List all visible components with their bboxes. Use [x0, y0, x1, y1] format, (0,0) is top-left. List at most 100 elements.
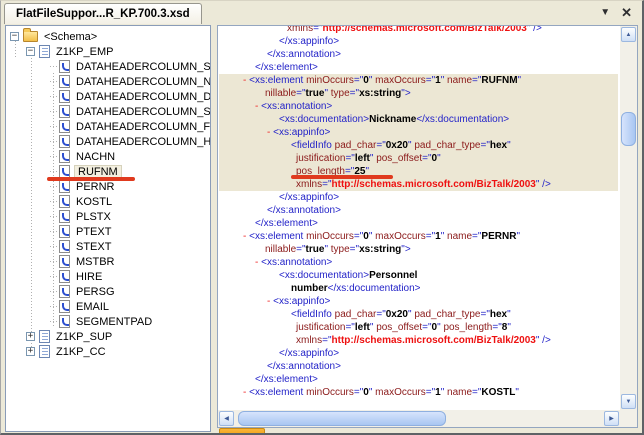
tree-item-label: EMAIL [76, 300, 110, 313]
close-icon[interactable]: ✕ [621, 5, 632, 20]
xsd-source-code: xmlns="http://schemas.microsoft.com/BizT… [219, 25, 618, 399]
window-buttons: ▼ ✕ [600, 5, 632, 20]
tree-item-label: Z1KP_SUP [56, 330, 113, 343]
field-icon [59, 315, 70, 328]
xsd-code-line: - <xs:element minOccurs="0" maxOccurs="1… [219, 74, 618, 87]
tree-item-dataheadercolumn-f[interactable]: DATAHEADERCOLUMN_F [6, 119, 210, 134]
tree-connector [50, 96, 57, 97]
xsd-code-line: - <xs:annotation> [219, 100, 618, 113]
tree-item-label: DATAHEADERCOLUMN_D [76, 90, 211, 103]
field-icon [59, 90, 70, 103]
field-icon [59, 75, 70, 88]
tree-item-persg[interactable]: PERSG [6, 284, 210, 299]
tree-item-schema[interactable]: − <Schema> [6, 28, 210, 44]
field-icon [59, 60, 70, 73]
xsd-code-line: <xs:documentation>Personnel [279, 270, 418, 281]
tree-connector [50, 81, 57, 82]
field-icon [59, 105, 70, 118]
tree-item-dataheadercolumn-s[interactable]: DATAHEADERCOLUMN_S [6, 104, 210, 119]
tree-connector [50, 231, 57, 232]
tree-guide-line [31, 58, 32, 358]
xsd-code-line: </xs:element> [255, 218, 318, 229]
scroll-left-icon[interactable]: ◀ [219, 411, 234, 426]
xsd-code-line: xmlns="http://schemas.microsoft.com/BizT… [219, 178, 618, 191]
tree-item-pernr[interactable]: PERNR [6, 179, 210, 194]
tree-connector [50, 141, 57, 142]
tree-connector [50, 261, 57, 262]
tree-item-z1kp-sup[interactable]: + Z1KP_SUP [6, 329, 210, 344]
xsd-code-line: pos_length="25" [219, 165, 618, 178]
tree-item-label: PLSTX [76, 210, 111, 223]
tree-item-dataheadercolumn-d[interactable]: DATAHEADERCOLUMN_D [6, 89, 210, 104]
tree-item-stext[interactable]: STEXT [6, 239, 210, 254]
xsd-code-line: - <xs:element minOccurs="0" maxOccurs="1… [243, 231, 520, 242]
tree-connector [50, 246, 57, 247]
tree-item-mstbr[interactable]: MSTBR [6, 254, 210, 269]
tree-connector [50, 321, 57, 322]
tree-item-label: STEXT [76, 240, 112, 253]
tree-item-label: DATAHEADERCOLUMN_S [76, 105, 211, 118]
xsd-code-line: justification="left" pos_offset="0" pos_… [296, 322, 511, 333]
document-tab-title: FlatFileSuppor...R_KP.700.3.xsd [16, 8, 190, 20]
xsd-code-line: </xs:appinfo> [279, 36, 340, 47]
tree-item-label: DATAHEADERCOLUMN_N [76, 75, 211, 88]
scroll-right-icon[interactable]: ▶ [604, 411, 619, 426]
tree-item-nachn[interactable]: NACHN [6, 149, 210, 164]
xsd-code-line: </xs:element> [255, 374, 318, 385]
horizontal-scrollbar[interactable]: ◀ ▶ [218, 410, 620, 427]
tree-connector [50, 111, 57, 112]
xsd-code-line: - <xs:appinfo> [219, 126, 618, 139]
tree-item-z1kp-emp[interactable]: − Z1KP_EMP [6, 44, 210, 59]
field-icon [59, 270, 70, 283]
collapse-icon[interactable]: − [26, 46, 35, 56]
field-icon [59, 150, 70, 163]
xsd-code-line: <fieldInfo pad_char="0x20" pad_char_type… [291, 309, 511, 320]
expand-icon[interactable]: + [26, 346, 35, 356]
tree-item-segmentpad[interactable]: SEGMENTPAD [6, 314, 210, 329]
tree-item-label: HIRE [76, 270, 103, 283]
folder-icon [23, 28, 38, 42]
scroll-down-icon[interactable]: ▼ [621, 394, 636, 409]
tree-item-email[interactable]: EMAIL [6, 299, 210, 314]
document-icon [39, 330, 50, 343]
tree-connector [50, 156, 57, 157]
tab-list-dropdown-icon[interactable]: ▼ [600, 7, 611, 18]
tree-item-label: DATAHEADERCOLUMN_F [76, 120, 211, 133]
scroll-up-icon[interactable]: ▲ [621, 27, 636, 42]
annotation-underline-rufnm [47, 177, 135, 181]
xsd-code-line: </xs:appinfo> [279, 348, 340, 359]
annotation-underline-pos-length [291, 175, 393, 179]
tree-item-label: DATAHEADERCOLUMN_S [76, 60, 211, 73]
xsd-code-line: <fieldInfo pad_char="0x20" pad_char_type… [219, 139, 618, 152]
tree-item-label: PTEXT [76, 225, 112, 238]
tree-guide-line [15, 41, 16, 59]
horizontal-scrollbar-thumb[interactable] [238, 411, 446, 426]
collapse-icon[interactable]: − [10, 31, 19, 41]
tree-item-dataheadercolumn-h[interactable]: DATAHEADERCOLUMN_H [6, 134, 210, 149]
tree-item-plstx[interactable]: PLSTX [6, 209, 210, 224]
document-icon [39, 345, 50, 358]
field-icon [59, 225, 70, 238]
tree-item-ptext[interactable]: PTEXT [6, 224, 210, 239]
xsd-code-line: justification="left" pos_offset="0" [219, 152, 618, 165]
tree-item-hire[interactable]: HIRE [6, 269, 210, 284]
tree-item-z1kp-cc[interactable]: +Z1KP_CC [6, 344, 210, 359]
tree-item-label: Z1KP_EMP [56, 45, 114, 58]
tree-connector [50, 66, 57, 67]
tree-item-dataheadercolumn-s[interactable]: DATAHEADERCOLUMN_S [6, 59, 210, 74]
field-icon [59, 195, 70, 208]
xsd-code-line: xmlns="http://schemas.microsoft.com/BizT… [287, 25, 542, 34]
xsd-code-line: - <xs:element minOccurs="0" maxOccurs="1… [243, 387, 519, 398]
xsd-code-line: xmlns="http://schemas.microsoft.com/BizT… [296, 335, 551, 346]
vertical-scrollbar-thumb[interactable] [621, 112, 636, 146]
tree-item-label: DATAHEADERCOLUMN_H [76, 135, 211, 148]
xsd-code-line: - <xs:annotation> [255, 257, 333, 268]
tree-item-kostl[interactable]: KOSTL [6, 194, 210, 209]
tree-item-label: <Schema> [44, 30, 98, 43]
document-tab[interactable]: FlatFileSuppor...R_KP.700.3.xsd [4, 3, 202, 24]
vertical-scrollbar[interactable]: ▲ ▼ [620, 26, 637, 410]
tree-connector [50, 276, 57, 277]
expand-icon[interactable]: + [26, 331, 35, 341]
tree-item-dataheadercolumn-n[interactable]: DATAHEADERCOLUMN_N [6, 74, 210, 89]
